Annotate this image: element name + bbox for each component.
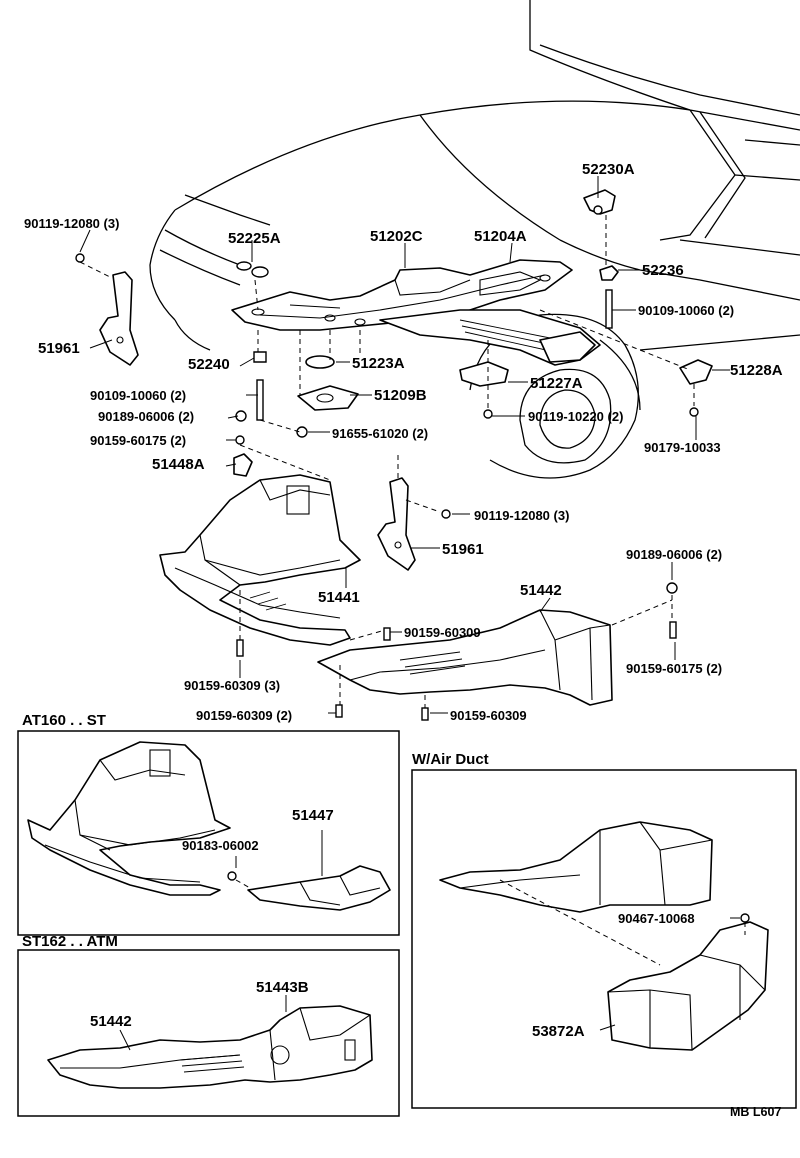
part-52230A <box>583 189 616 215</box>
inset-titles: AT160 . . ST ST162 . . ATM W/Air Duct <box>22 712 489 950</box>
part-52225A <box>236 261 269 278</box>
label-51961-left: 51961 <box>38 340 80 357</box>
label-90159-60175-right: 90159-60175 (2) <box>626 661 722 676</box>
part-51228A <box>679 359 713 385</box>
part-51223A <box>305 355 335 369</box>
part-51227A <box>459 361 509 387</box>
label-51442-main: 51442 <box>520 582 562 599</box>
title-at160: AT160 . . ST <box>22 712 106 729</box>
label-90109-10060-left: 90109-10060 (2) <box>90 388 186 403</box>
inset-at160-shield <box>27 741 231 896</box>
part-51442-shield <box>317 609 613 706</box>
part-51441-shield <box>159 474 361 646</box>
label-91655-61020: 91655-61020 (2) <box>332 426 428 441</box>
part-51961-mid <box>377 477 416 571</box>
label-90119-12080-top: 90119-12080 (3) <box>24 216 119 231</box>
label-51223A: 51223A <box>352 355 405 372</box>
label-90159-60175-left: 90159-60175 (2) <box>90 433 186 448</box>
label-90159-60309-3: 90159-60309 (3) <box>184 678 280 693</box>
leader-lines <box>79 176 730 714</box>
label-90189-06006-right: 90189-06006 (2) <box>626 547 722 562</box>
part-52240 <box>253 351 267 363</box>
leader-53872A <box>599 1024 616 1031</box>
car-body-outline <box>149 0 800 479</box>
label-90159-60309-upper: 90159-60309 <box>404 625 481 640</box>
label-90189-06006-left: 90189-06006 (2) <box>98 409 194 424</box>
inset-part-51447 <box>247 865 391 911</box>
part-labels: 52230A 90119-12080 (3) 52225A 51202C 512… <box>24 161 783 1119</box>
label-90179-10033: 90179-10033 <box>644 440 721 455</box>
label-52225A: 52225A <box>228 230 281 247</box>
label-52230A: 52230A <box>582 161 635 178</box>
part-52230A-stud <box>593 205 603 215</box>
dashed-assembly-lines <box>79 215 695 708</box>
label-90119-12080-mid: 90119-12080 (3) <box>474 508 569 523</box>
lower-arm-bracket <box>379 309 601 366</box>
label-90109-10060-right: 90109-10060 (2) <box>638 303 734 318</box>
lower-bolts <box>236 582 678 721</box>
label-53872A: 53872A <box>532 1023 585 1040</box>
label-51442-inset: 51442 <box>90 1013 132 1030</box>
part-51448A <box>233 453 253 477</box>
label-51227A: 51227A <box>530 375 583 392</box>
label-90467-10068: 90467-10068 <box>618 911 695 926</box>
label-51961-mid: 51961 <box>442 541 484 558</box>
label-51204A: 51204A <box>474 228 527 245</box>
title-st162: ST162 . . ATM <box>22 933 118 950</box>
inset-st162 <box>17 949 400 1117</box>
part-51209B <box>297 385 359 411</box>
label-51448A: 51448A <box>152 456 205 473</box>
label-51209B: 51209B <box>374 387 427 404</box>
label-51228A: 51228A <box>730 362 783 379</box>
inset-st162-shields <box>47 1005 373 1089</box>
label-90183-06002: 90183-06002 <box>182 838 259 853</box>
label-diagram-code: MB L607 <box>730 1105 781 1119</box>
part-52236 <box>599 265 619 281</box>
label-51441: 51441 <box>318 589 360 606</box>
label-51202C: 51202C <box>370 228 423 245</box>
label-51443B: 51443B <box>256 979 309 996</box>
inset-air-duct-parts <box>439 821 769 1051</box>
label-90159-60309-2: 90159-60309 (2) <box>196 708 292 723</box>
label-90119-10220: 90119-10220 (2) <box>528 409 623 424</box>
inset-air-duct <box>411 769 797 1109</box>
label-90159-60309-lower: 90159-60309 <box>450 708 527 723</box>
title-air-duct: W/Air Duct <box>412 751 489 768</box>
label-52240: 52240 <box>188 356 230 373</box>
label-52236: 52236 <box>642 262 684 279</box>
label-51447: 51447 <box>292 807 334 824</box>
leader-51442-inset <box>119 1029 131 1051</box>
part-51961-left <box>99 271 139 366</box>
inset-at160 <box>17 730 400 936</box>
front-crossmember <box>231 259 573 331</box>
